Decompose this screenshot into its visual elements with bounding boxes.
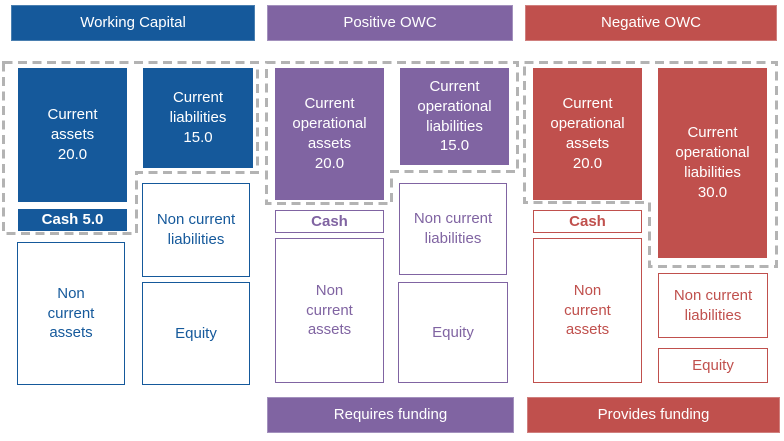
box-equity-negative: Equity (658, 348, 768, 383)
header-working-capital: Working Capital (11, 5, 255, 41)
box-non-current-assets-positive: Non current assets (275, 238, 384, 383)
box-current-operational-assets-negative: Current operational assets 20.0 (533, 68, 642, 200)
box-non-current-assets-wc: Non current assets (17, 242, 125, 385)
box-current-operational-liabilities-positive: Current operational liabilities 15.0 (400, 68, 509, 165)
box-equity-positive: Equity (398, 282, 508, 383)
header-negative-owc: Negative OWC (525, 5, 777, 41)
box-non-current-liabilities-positive: Non current liabilities (399, 183, 507, 275)
box-cash-working-capital: Cash 5.0 (18, 209, 127, 231)
box-cash-positive-owc: Cash (275, 210, 384, 233)
box-equity-wc: Equity (142, 282, 250, 385)
box-current-operational-liabilities-negative: Current operational liabilities 30.0 (658, 68, 767, 258)
box-non-current-assets-negative: Non current assets (533, 238, 642, 383)
box-non-current-liabilities-negative: Non current liabilities (658, 273, 768, 338)
box-current-operational-assets-positive: Current operational assets 20.0 (275, 68, 384, 200)
dashed-boundary-negative-owc (523, 61, 778, 268)
header-positive-owc: Positive OWC (267, 5, 513, 41)
box-non-current-liabilities-wc: Non current liabilities (142, 183, 250, 277)
footer-requires-funding: Requires funding (267, 397, 514, 433)
box-cash-negative-owc: Cash (533, 210, 642, 233)
box-current-assets: Current assets 20.0 (18, 68, 127, 202)
footer-provides-funding: Provides funding (527, 397, 780, 433)
dashed-boundary-working-capital (2, 61, 259, 235)
dashed-boundary-positive-owc (265, 61, 519, 205)
box-current-liabilities: Current liabilities 15.0 (143, 68, 253, 168)
